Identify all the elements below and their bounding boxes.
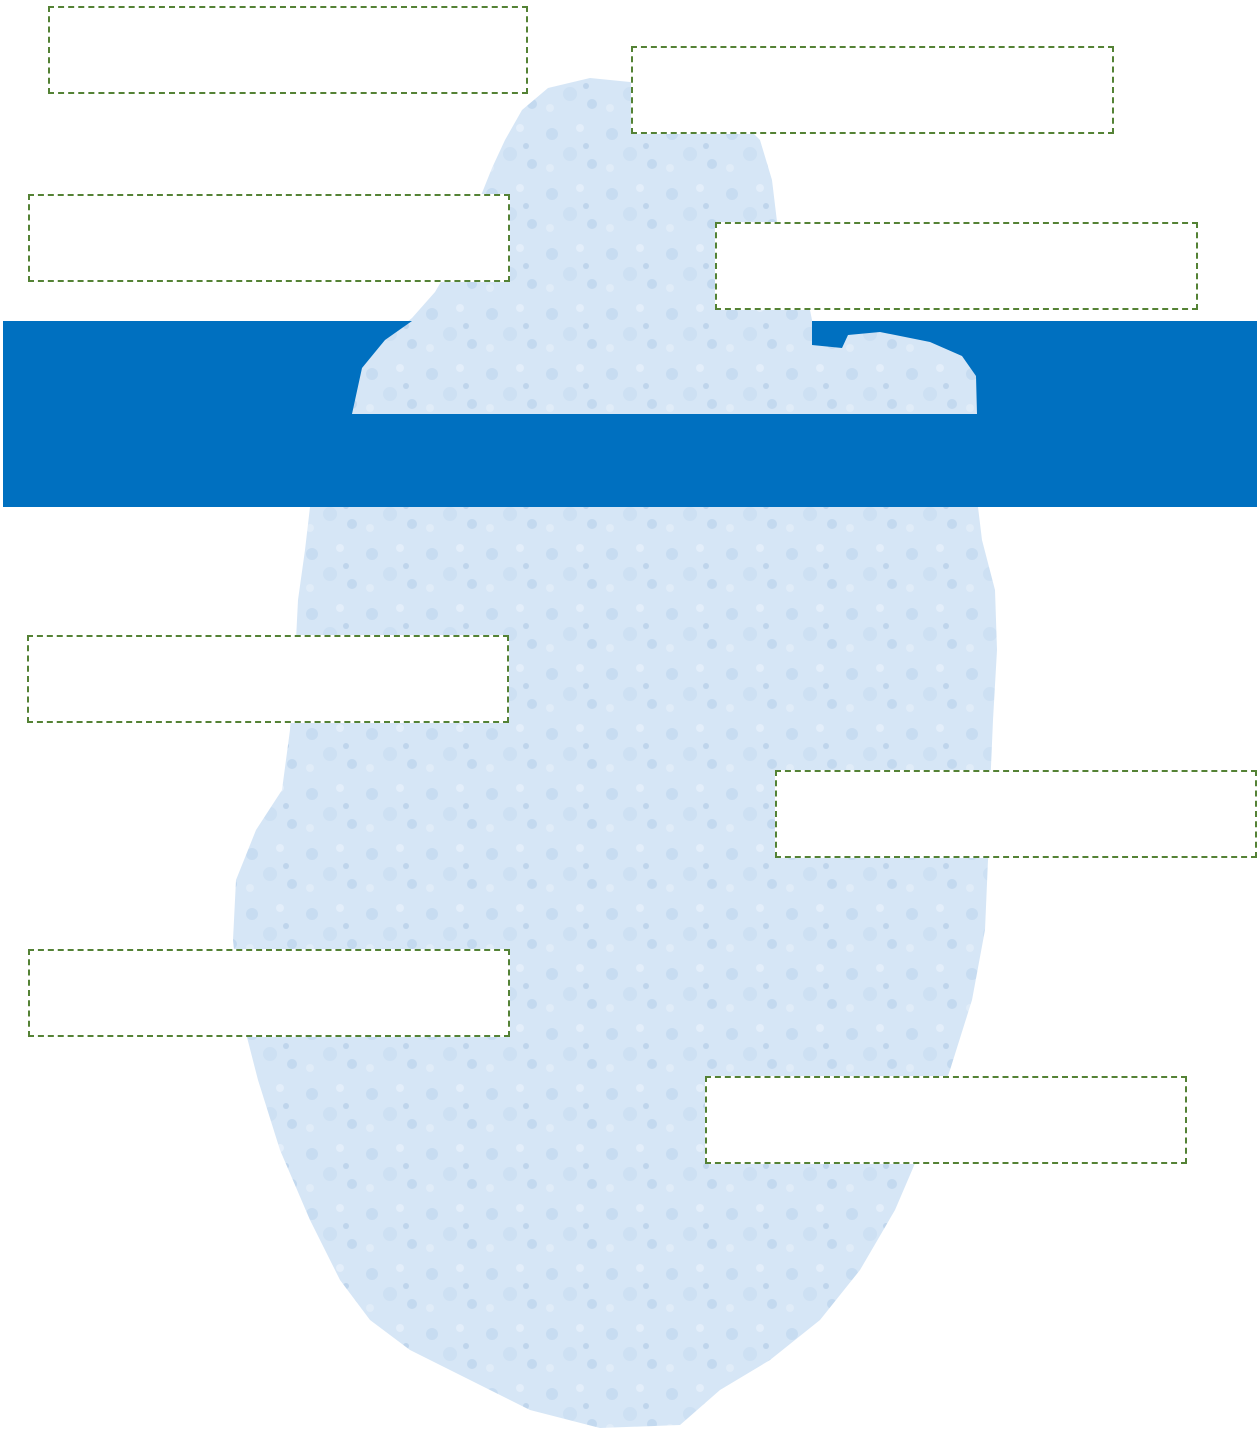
iceberg-tip-in-band (352, 321, 977, 414)
label-box-below-3[interactable] (28, 949, 510, 1037)
label-box-above-2[interactable] (631, 46, 1114, 134)
label-box-above-3[interactable] (28, 194, 510, 282)
label-box-below-1[interactable] (27, 635, 509, 723)
label-box-below-4[interactable] (705, 1076, 1187, 1164)
label-box-above-4[interactable] (715, 222, 1198, 310)
label-box-above-1[interactable] (48, 6, 528, 94)
label-box-below-2[interactable] (775, 770, 1257, 858)
